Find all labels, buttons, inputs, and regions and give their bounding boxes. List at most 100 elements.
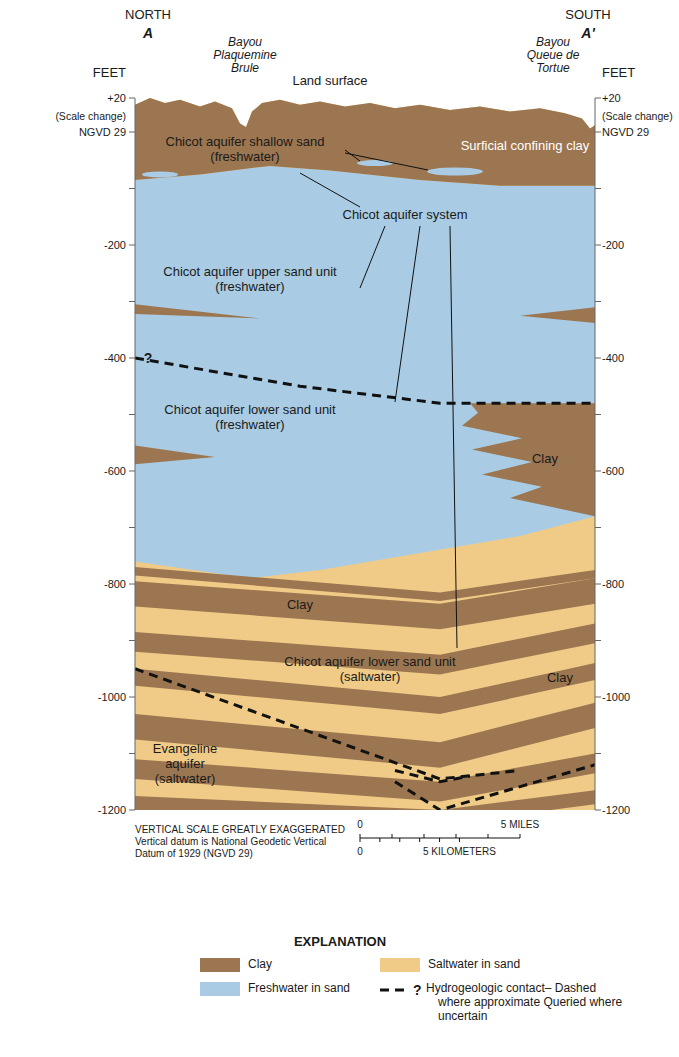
section-label: -800 xyxy=(104,578,126,591)
axis-tick xyxy=(129,640,135,641)
section-label: -400 xyxy=(104,352,126,365)
section-label: -800 xyxy=(602,578,624,591)
hydrogeologic-contact xyxy=(135,358,595,403)
section-label: -1000 xyxy=(602,691,630,704)
axis-tick xyxy=(595,584,601,585)
clay-lens xyxy=(520,307,595,323)
leader-line xyxy=(395,226,420,402)
section-label: NGVD 29 xyxy=(79,126,126,139)
section-label: Bayou Plaquemine Brule xyxy=(209,36,281,76)
legend-text: Hydrogeologic contact– Dashed where appr… xyxy=(426,982,623,1023)
clay-lens xyxy=(135,304,260,318)
section-label: Clay xyxy=(532,452,558,467)
section-label: Evangeline aquifer (saltwater) xyxy=(145,742,225,787)
axis-tick xyxy=(129,471,135,472)
section-label: -600 xyxy=(602,465,624,478)
scale-tick xyxy=(520,834,521,838)
shallow-sand-lens xyxy=(357,160,393,166)
leader-line xyxy=(345,153,428,170)
section-label: Chicot aquifer upper sand unit (freshwat… xyxy=(150,265,350,295)
clay-layer xyxy=(135,790,595,810)
section-label: -1200 xyxy=(98,804,126,817)
section-label: Chicot aquifer lower sand unit (freshwat… xyxy=(150,403,350,433)
section-label: 5 MILES xyxy=(501,819,539,831)
legend-text: Freshwater in sand xyxy=(248,982,350,996)
section-label: Surficial confining clay xyxy=(461,139,590,154)
leader-line xyxy=(360,226,385,288)
axis-tick xyxy=(595,697,601,698)
axis-tick xyxy=(595,245,601,246)
clay-lens xyxy=(135,446,215,465)
axis-tick xyxy=(129,527,135,528)
legend-swatch xyxy=(200,958,240,972)
section-label: Chicot aquifer lower sand unit (saltwate… xyxy=(260,655,480,685)
section-label: -1200 xyxy=(602,804,630,817)
section-label: +20 xyxy=(107,92,126,105)
section-label: Land surface xyxy=(292,74,367,89)
scale-tick xyxy=(439,838,440,842)
scale-tick xyxy=(360,838,361,842)
axis-line xyxy=(135,98,136,810)
section-label: 0 xyxy=(357,846,363,858)
section-label: Clay xyxy=(547,671,573,686)
section-label: +20 xyxy=(602,92,621,105)
axis-tick xyxy=(129,98,135,99)
axis-tick xyxy=(595,753,601,754)
scale-tick xyxy=(360,834,361,838)
section-label: 0 xyxy=(357,819,363,831)
legend-text: Clay xyxy=(248,958,272,972)
axis-tick xyxy=(595,98,601,99)
scale-tick xyxy=(419,838,420,842)
legend-text: Saltwater in sand xyxy=(428,958,520,972)
section-label: 5 KILOMETERS xyxy=(423,846,496,858)
section-label: -600 xyxy=(104,465,126,478)
section-label: FEET xyxy=(602,66,635,81)
section-label: ? xyxy=(413,982,422,998)
axis-tick xyxy=(129,245,135,246)
clay-layer xyxy=(135,578,595,629)
section-label: SOUTH xyxy=(565,8,611,23)
axis-tick xyxy=(129,584,135,585)
leader-line xyxy=(300,173,360,207)
section-label: (Scale change) xyxy=(55,110,126,122)
section-label: Clay xyxy=(287,598,313,613)
axis-tick xyxy=(595,358,601,359)
section-label: Bayou Queue de Tortue xyxy=(520,36,586,76)
axis-tick xyxy=(595,301,601,302)
axis-tick xyxy=(595,527,601,528)
section-label: A' xyxy=(581,25,594,41)
axis-tick xyxy=(129,753,135,754)
clay-body xyxy=(462,403,595,516)
section-label: (Scale change) xyxy=(602,110,673,122)
legend-swatch xyxy=(200,982,240,996)
section-body xyxy=(135,98,595,810)
axis-tick xyxy=(595,471,601,472)
scale-tick xyxy=(379,838,380,842)
scale-tick xyxy=(392,834,393,838)
axis-tick xyxy=(129,132,135,133)
section-label: Chicot aquifer system xyxy=(343,208,468,223)
axis-tick xyxy=(129,188,135,189)
surficial-clay xyxy=(135,98,595,186)
shallow-sand-lens xyxy=(142,171,178,177)
hydrogeologic-contact xyxy=(395,765,595,810)
axis-tick xyxy=(129,697,135,698)
section-label: FEET xyxy=(93,66,126,81)
legend-line-sample xyxy=(380,989,410,992)
section-label: A xyxy=(143,25,153,41)
section-label: -200 xyxy=(602,239,624,252)
section-label: EXPLANATION xyxy=(294,935,386,950)
axis-tick xyxy=(595,414,601,415)
scale-tick xyxy=(424,834,425,838)
axis-tick xyxy=(595,810,601,811)
scale-tick xyxy=(456,834,457,838)
leader-line xyxy=(450,226,457,648)
axis-tick xyxy=(129,414,135,415)
axis-line xyxy=(595,98,596,810)
axis-tick xyxy=(595,640,601,641)
legend-swatch xyxy=(380,958,420,972)
scale-tick xyxy=(399,838,400,842)
axis-tick xyxy=(595,188,601,189)
